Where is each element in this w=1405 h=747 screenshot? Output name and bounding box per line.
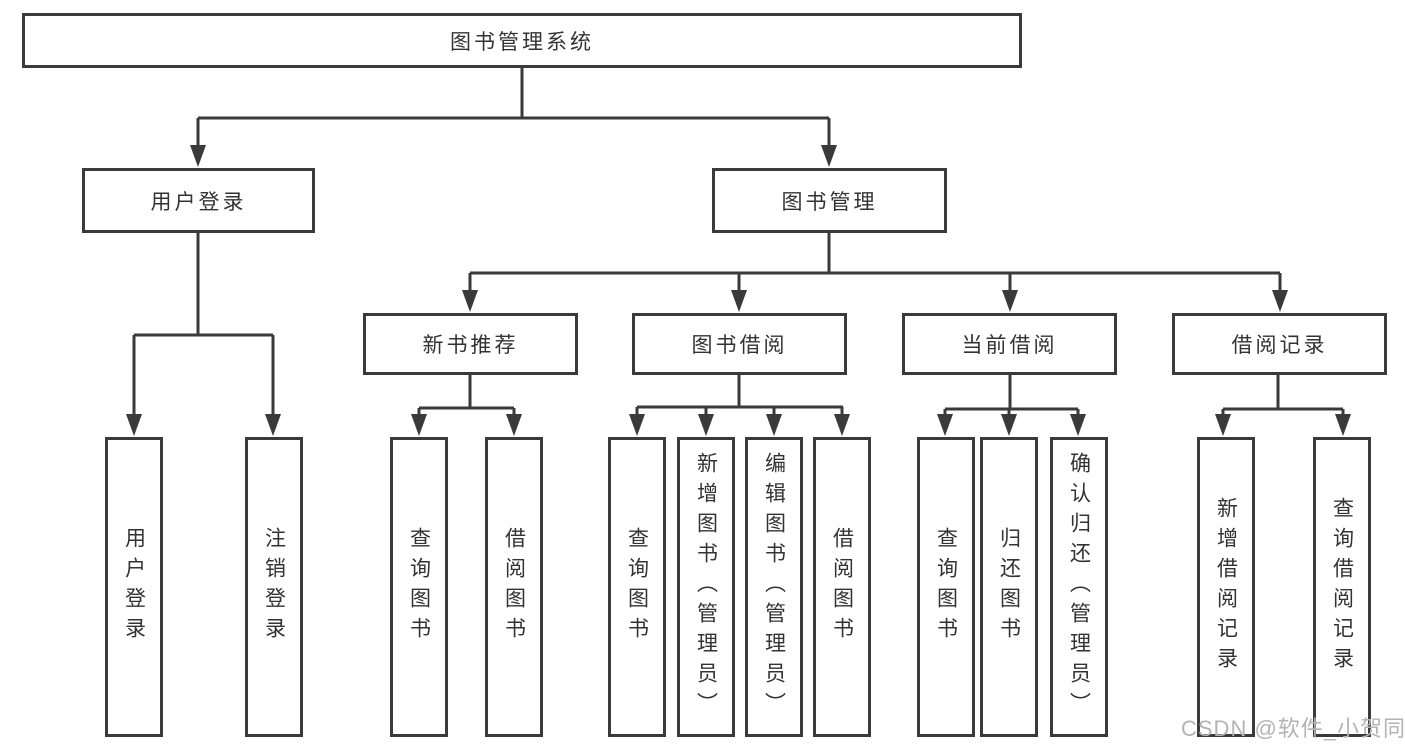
node-query-borrow-record: 查询借阅记录 [1313,437,1371,737]
node-book-management: 图书管理 [712,168,947,233]
node-new-book-recommend: 新书推荐 [363,313,578,375]
node-label: 图书借阅 [691,334,788,357]
node-label: 图书管理系统 [450,30,594,54]
node-borrow-books-recommend: 借阅图书 [485,437,543,737]
node-library-management-system: 图书管理系统 [22,13,1022,68]
node-query-books-recommend: 查询图书 [390,437,448,737]
node-edit-books-admin: 编辑图书（管理员） [745,437,803,737]
node-add-books-admin: 新增图书（管理员） [677,437,735,737]
node-book-borrowing: 图书借阅 [632,313,847,375]
node-label: 当前借阅 [961,334,1058,357]
node-current-borrowing: 当前借阅 [902,313,1117,375]
node-borrow-books-borrow: 借阅图书 [813,437,871,737]
node-query-books-borrow: 查询图书 [608,437,666,737]
node-label: 图书管理 [781,190,878,214]
node-label: 用户登录 [150,190,247,214]
node-add-borrow-record: 新增借阅记录 [1197,437,1255,737]
node-confirm-return-admin: 确认归还（管理员） [1050,437,1108,737]
csdn-watermark: CSDN @软件_小贺同学 [1181,716,1405,741]
node-return-books: 归还图书 [980,437,1038,737]
node-logout-leaf: 注销登录 [245,437,303,737]
node-query-books-current: 查询图书 [917,437,975,737]
node-user-login: 用户登录 [82,168,315,233]
node-label: 借阅记录 [1231,334,1328,357]
node-label: 新书推荐 [422,334,519,357]
node-user-login-leaf: 用户登录 [105,437,163,737]
node-borrowing-records: 借阅记录 [1172,313,1387,375]
